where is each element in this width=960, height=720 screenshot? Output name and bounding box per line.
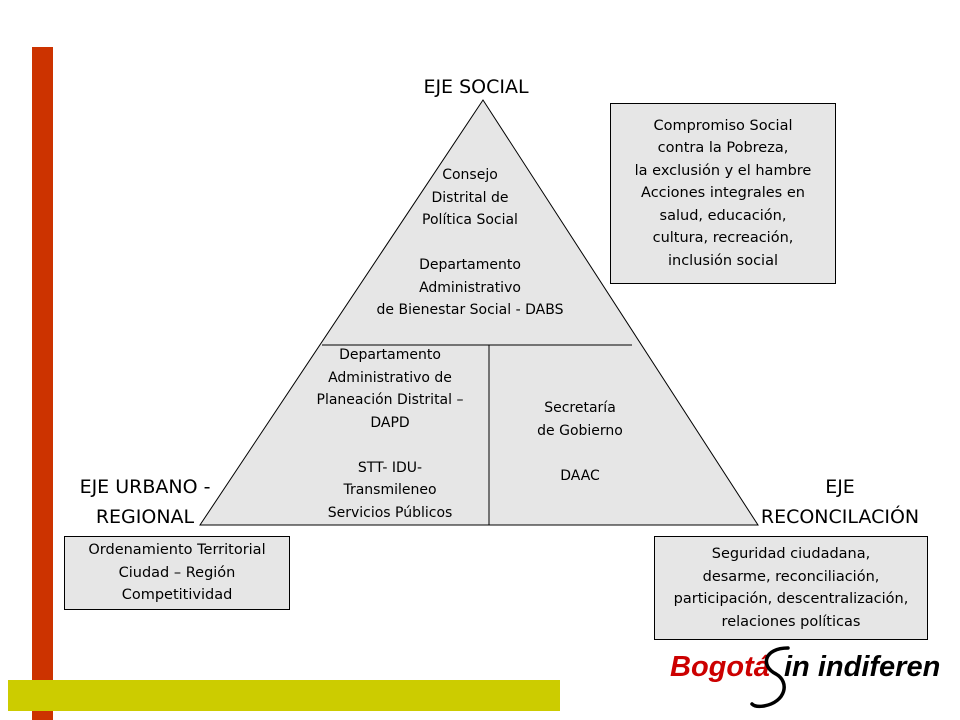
bogota-sin-indiferencia-logo: Bogotá in indiferencia (670, 646, 940, 709)
info-box-urbano: Ordenamiento Territorial Ciudad – Región… (64, 536, 290, 610)
axis-label-reconciliacion: EJE RECONCILACIÓN (760, 476, 920, 528)
info-box-social: Compromiso Social contra la Pobreza, la … (610, 103, 836, 284)
triangle-top-section: Consejo Distrital de Política Social Dep… (376, 167, 564, 318)
accent-bar-horizontal (8, 680, 560, 711)
logo-s-swash (750, 646, 790, 709)
logo-text-indiferencia: in indiferencia (784, 651, 940, 683)
triangle-bottom-right-section: Secretaría de Gobierno DAAC (537, 400, 623, 484)
logo-text-bogota: Bogotá (670, 651, 770, 683)
axis-label-social: EJE SOCIAL (423, 76, 529, 98)
axis-label-urbano: EJE URBANO - REGIONAL (79, 476, 211, 528)
triangle-bottom-left-section: Departamento Administrativo de Planeació… (316, 347, 464, 521)
info-box-reconciliacion: Seguridad ciudadana, desarme, reconcilia… (654, 536, 928, 640)
triangle-shape (199, 99, 759, 526)
accent-bar-vertical (32, 47, 53, 720)
